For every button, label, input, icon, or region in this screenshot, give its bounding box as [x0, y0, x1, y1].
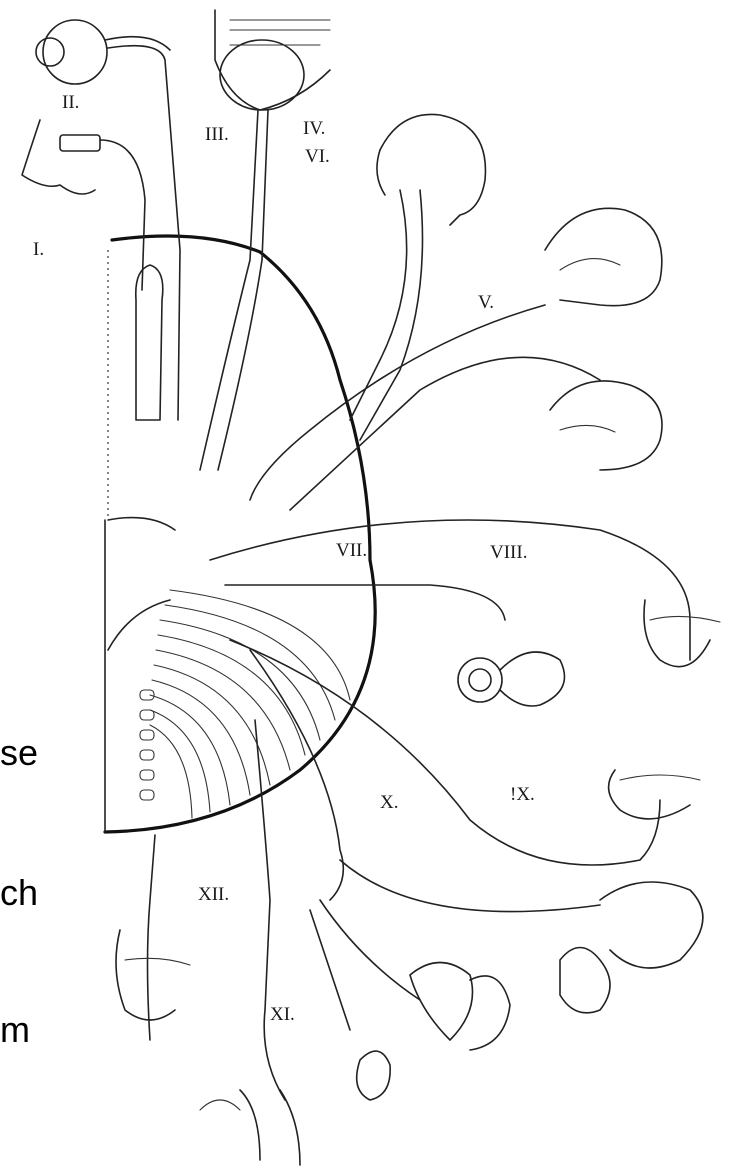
- nerve-V-mandibular: [250, 305, 545, 500]
- nerve-XI-path: [255, 720, 285, 1100]
- skull-drawing-upper: [545, 208, 662, 305]
- nerve-X-gut-branch: [340, 860, 600, 912]
- label-nerve-IX: !X.: [510, 784, 535, 805]
- mouth-drawing: [609, 770, 700, 819]
- neck-muscle-drawing: [200, 1090, 300, 1165]
- nerve-X-ear-branch: [310, 910, 350, 1030]
- nose-drawing: [22, 120, 100, 194]
- nerve-X-path: [250, 650, 343, 900]
- nerve-labels: II. I. III. IV. VI. V. VII. VIII. !X. X.…: [33, 92, 535, 1025]
- label-nerve-V: V.: [478, 292, 494, 313]
- tongue-face-drawing: [644, 600, 720, 667]
- tongue-drawing: [116, 930, 190, 1020]
- label-nerve-IV: IV.: [303, 118, 325, 139]
- label-nerve-II: II.: [62, 92, 79, 113]
- nerve-III-path: [200, 110, 258, 470]
- eye-drawing: [36, 20, 170, 84]
- nerve-V-maxillary: [360, 190, 423, 440]
- slide-text-fragment: ch: [0, 872, 38, 913]
- label-nerve-VI: VI.: [305, 146, 330, 167]
- brainstem-outline: [105, 236, 375, 832]
- slide-text-fragments: se ch m: [0, 732, 38, 1050]
- label-nerve-VII: VII.: [336, 540, 367, 561]
- ear-drawing: [357, 1051, 391, 1100]
- label-nerve-XI: XI.: [270, 1004, 295, 1025]
- inner-ear-drawing: [458, 652, 565, 706]
- label-nerve-I: I.: [33, 239, 44, 260]
- nerve-IX-path: [230, 640, 660, 865]
- orbit-drawing: [215, 10, 330, 110]
- nerve-I-path: [100, 140, 145, 290]
- medulla-striations: [140, 590, 350, 818]
- label-nerve-X: X.: [380, 792, 398, 813]
- stomach-drawing: [600, 882, 703, 968]
- label-nerve-VIII: VIII.: [490, 542, 527, 563]
- nerve-VIII-path: [225, 585, 505, 620]
- head-drawing: [377, 114, 486, 225]
- nerve-facial-loop: [290, 357, 600, 510]
- nerve-VII-path: [210, 520, 690, 660]
- nerve-V-ophthalmic: [350, 190, 407, 420]
- label-nerve-XII: XII.: [198, 884, 229, 905]
- heart-lungs-drawing: [410, 963, 510, 1051]
- intestine-drawing: [560, 948, 610, 1013]
- slide-text-fragment: m: [0, 1009, 30, 1050]
- label-nerve-III: III.: [205, 124, 229, 145]
- nerve-XII-path: [148, 835, 156, 1040]
- skull-drawing-lower: [550, 381, 662, 470]
- slide-text-fragment: se: [0, 732, 38, 773]
